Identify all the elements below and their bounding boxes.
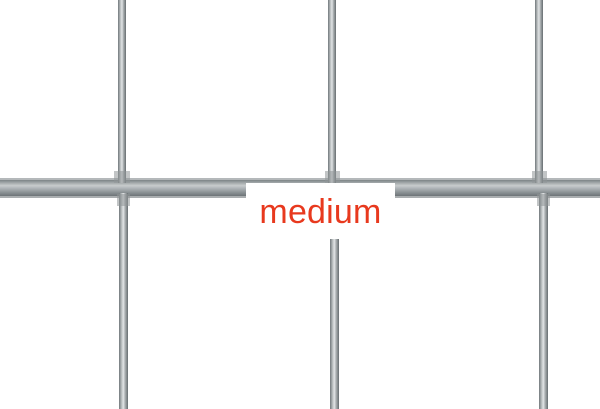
vertical-wire-right — [532, 0, 550, 409]
size-label: medium — [259, 193, 382, 231]
size-label-card: medium — [246, 183, 395, 239]
vertical-wire-middle — [325, 0, 340, 409]
vertical-wire-left — [114, 0, 130, 409]
